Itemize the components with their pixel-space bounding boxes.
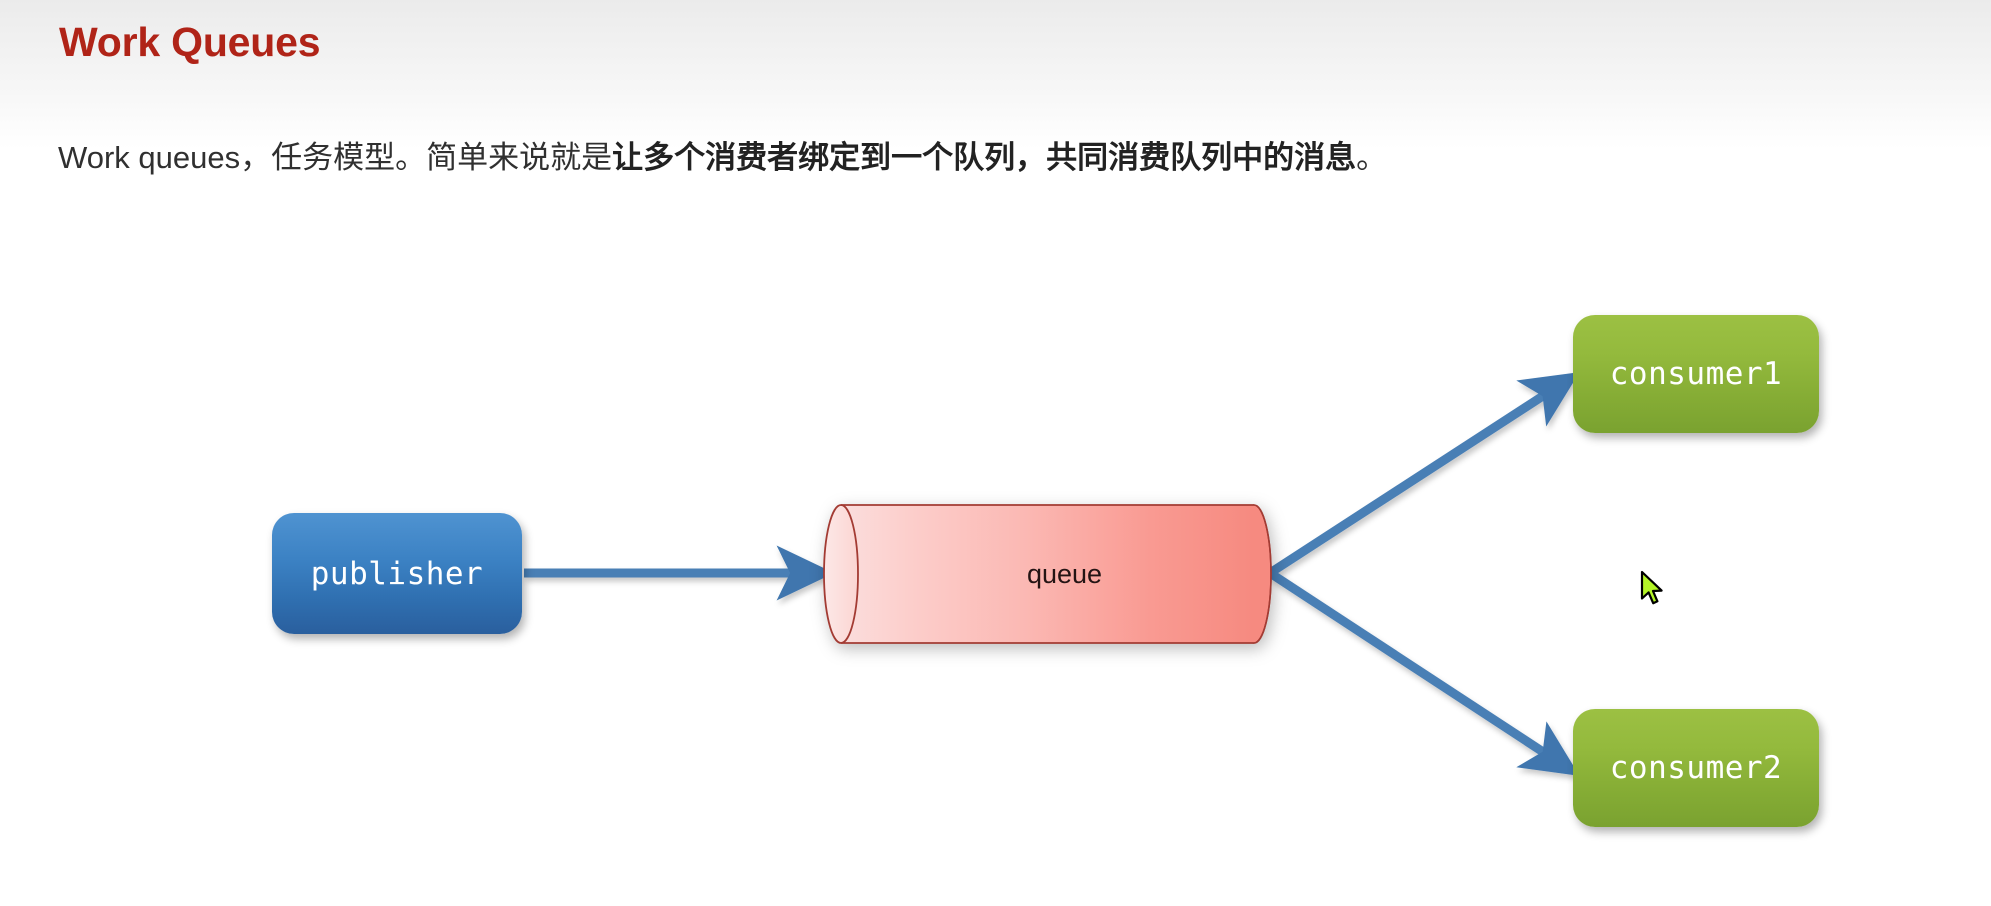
node-publisher-label: publisher — [310, 555, 484, 592]
node-consumer2-label: consumer2 — [1609, 750, 1783, 786]
edge-queue-to-consumer1 — [1267, 372, 1580, 577]
node-consumer1[interactable]: consumer1 — [1573, 315, 1819, 433]
cylinder-shape — [823, 504, 1272, 644]
intro-normal-text: Work queues，任务模型。简单来说就是 — [58, 140, 613, 175]
node-consumer1-label: consumer1 — [1609, 356, 1783, 392]
node-publisher[interactable]: publisher — [272, 513, 522, 634]
intro-bold-text: 让多个消费者绑定到一个队列，共同消费队列中的消息 — [612, 140, 1357, 175]
intro-tail-text: 。 — [1356, 140, 1388, 175]
page-title: Work Queues — [59, 19, 321, 65]
node-queue[interactable]: queue — [823, 501, 1272, 647]
node-consumer2[interactable]: consumer2 — [1573, 709, 1819, 827]
edge-queue-to-consumer2 — [1267, 569, 1580, 776]
intro-paragraph: Work queues，任务模型。简单来说就是让多个消费者绑定到一个队列，共同消… — [58, 138, 1387, 178]
